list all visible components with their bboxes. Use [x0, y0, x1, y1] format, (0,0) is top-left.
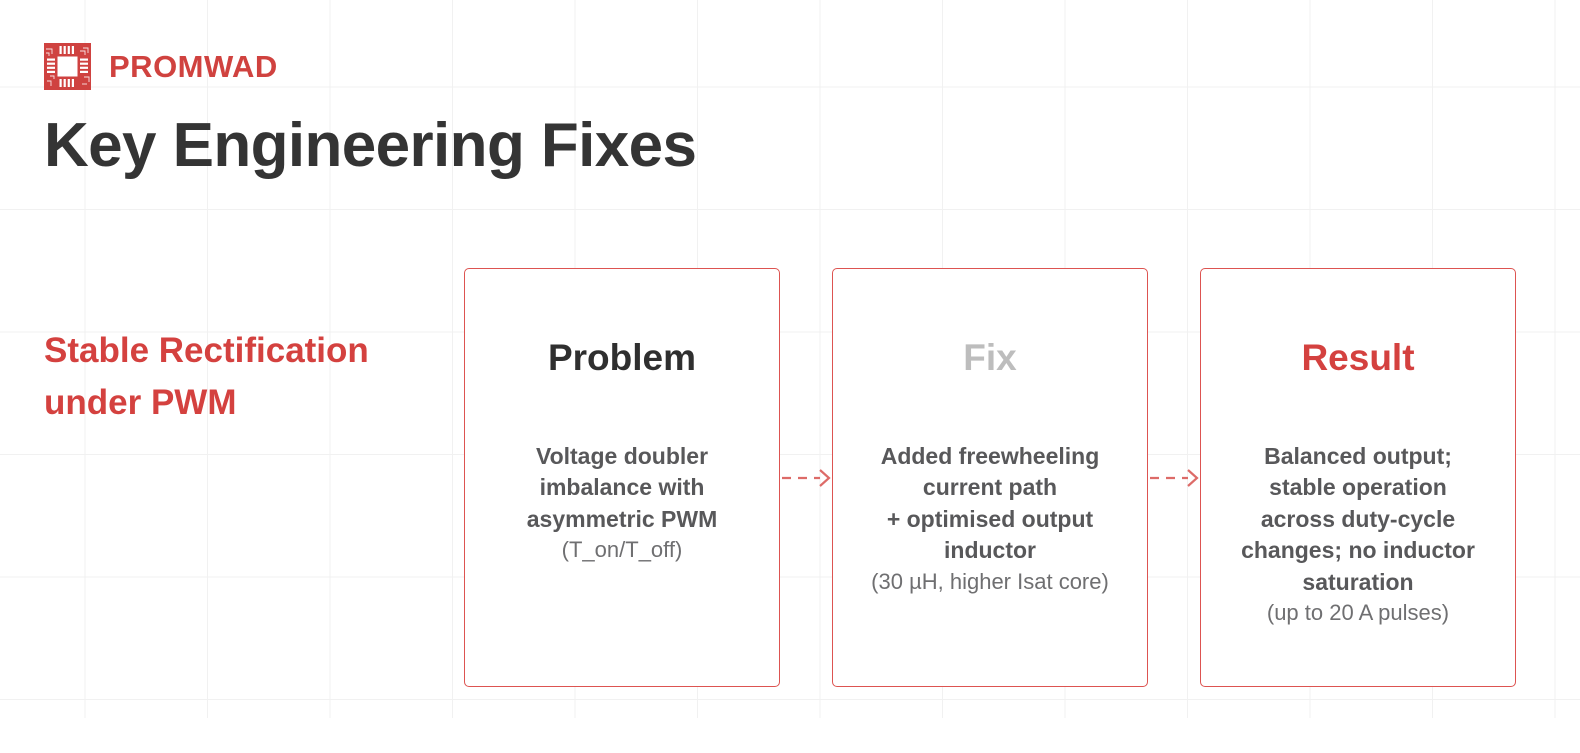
card-body-main: Balanced output; stable operation across… [1241, 442, 1475, 595]
card-body-note: (T_on/T_off) [561, 537, 683, 563]
card-body: Balanced output; stable operation across… [1213, 441, 1503, 629]
flow-card-row: Problem Voltage doubler imbalance with a… [464, 268, 1524, 687]
page-title: Key Engineering Fixes [44, 111, 697, 180]
brand-name: PROMWAD [109, 49, 278, 84]
card-title: Problem [547, 337, 697, 378]
card-problem[interactable]: Problem Voltage doubler imbalance with a… [464, 268, 780, 687]
card-body-main: Voltage doubler imbalance with asymmetri… [526, 442, 718, 532]
card-body: Added freewheeling current path + optimi… [845, 441, 1135, 597]
card-title: Fix [963, 337, 1017, 378]
promwad-chip-logo-icon [44, 43, 91, 90]
card-body: Voltage doubler imbalance with asymmetri… [477, 441, 767, 566]
dashed-arrow-right-icon [780, 466, 832, 490]
row-label: Stable Rectification under PWM [44, 331, 369, 422]
card-body-note: (30 µH, higher Isat core) [871, 568, 1109, 594]
card-result[interactable]: Result Balanced output; stable operation… [1200, 268, 1516, 687]
dashed-arrow-right-icon [1148, 466, 1200, 490]
card-body-note: (up to 20 A pulses) [1266, 600, 1450, 626]
card-title: Result [1301, 337, 1415, 378]
brand-lockup: PROMWAD [44, 43, 278, 90]
card-fix[interactable]: Fix Added freewheeling current path + op… [832, 268, 1148, 687]
card-body-main: Added freewheeling current path + optimi… [880, 442, 1100, 564]
